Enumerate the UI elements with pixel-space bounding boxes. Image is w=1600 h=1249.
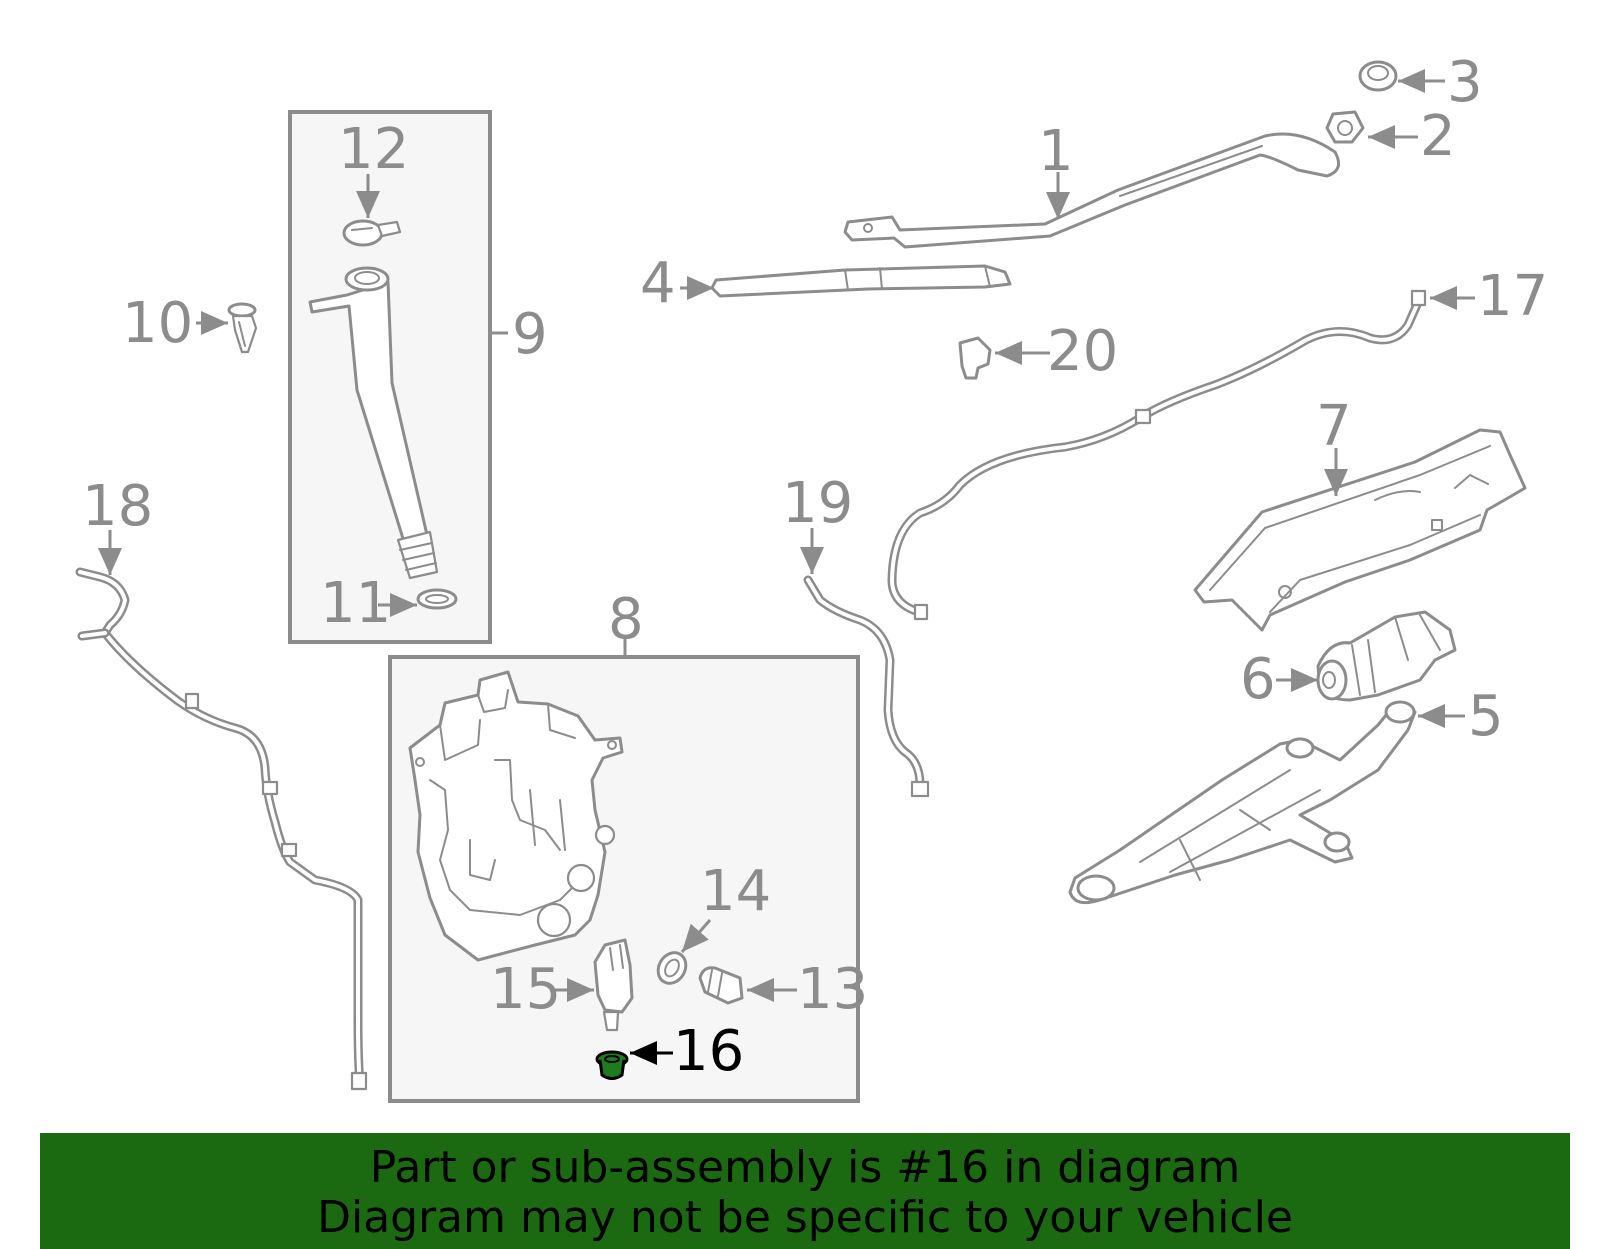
callout-17: 17 [1477,264,1548,329]
grommet-part-16-highlighted[interactable] [595,1050,629,1080]
callout-13: 13 [797,957,868,1022]
clip-part-20[interactable] [958,336,992,380]
callout-20: 20 [1047,319,1118,384]
filler-cap-part-12[interactable] [342,219,402,247]
callout-16: 16 [673,1019,744,1084]
callout-18: 18 [82,474,153,539]
hose-part-17[interactable] [887,289,1427,621]
hose-part-18[interactable] [75,567,368,1091]
level-sensor-part-13[interactable] [698,966,744,1005]
wiper-arm-part-1[interactable] [843,132,1341,249]
callout-6: 6 [1240,647,1276,712]
callout-12: 12 [338,117,409,182]
washer-reservoir-part-8[interactable] [408,670,624,962]
callout-10: 10 [122,291,193,356]
filler-neck-part-9[interactable] [308,266,439,580]
leader-lines [98,69,1475,1065]
callout-14: 14 [700,859,771,924]
callout-15: 15 [490,957,561,1022]
callout-4: 4 [640,251,676,316]
cowl-cover-part-7[interactable] [1193,428,1527,632]
cap-part-3[interactable] [1358,60,1398,92]
callout-3: 3 [1447,50,1483,115]
banner-line-2: Diagram may not be specific to your vehi… [317,1192,1293,1243]
wiper-motor-part-6[interactable] [1316,610,1457,702]
callout-11: 11 [320,571,391,636]
o-ring-part-11[interactable] [416,588,458,610]
callout-8: 8 [608,587,644,652]
info-banner: Part or sub-assembly is #16 in diagram D… [40,1133,1570,1249]
callout-19: 19 [782,471,853,536]
washer-pump-part-15[interactable] [593,938,634,1032]
seal-part-14[interactable] [653,948,692,989]
info-banner-background [40,1133,1570,1249]
nut-part-2[interactable] [1325,110,1365,144]
wiper-linkage-part-5[interactable] [1068,700,1417,905]
callout-2: 2 [1420,104,1456,169]
push-pin-part-10[interactable] [227,302,258,354]
wiper-blade-part-4[interactable] [710,264,1012,298]
callout-5: 5 [1468,684,1504,749]
callout-9: 9 [512,302,548,367]
banner-line-1: Part or sub-assembly is #16 in diagram [369,1142,1241,1193]
callout-1: 1 [1038,119,1074,184]
callout-7: 7 [1316,394,1352,459]
hose-part-19[interactable] [803,575,930,798]
